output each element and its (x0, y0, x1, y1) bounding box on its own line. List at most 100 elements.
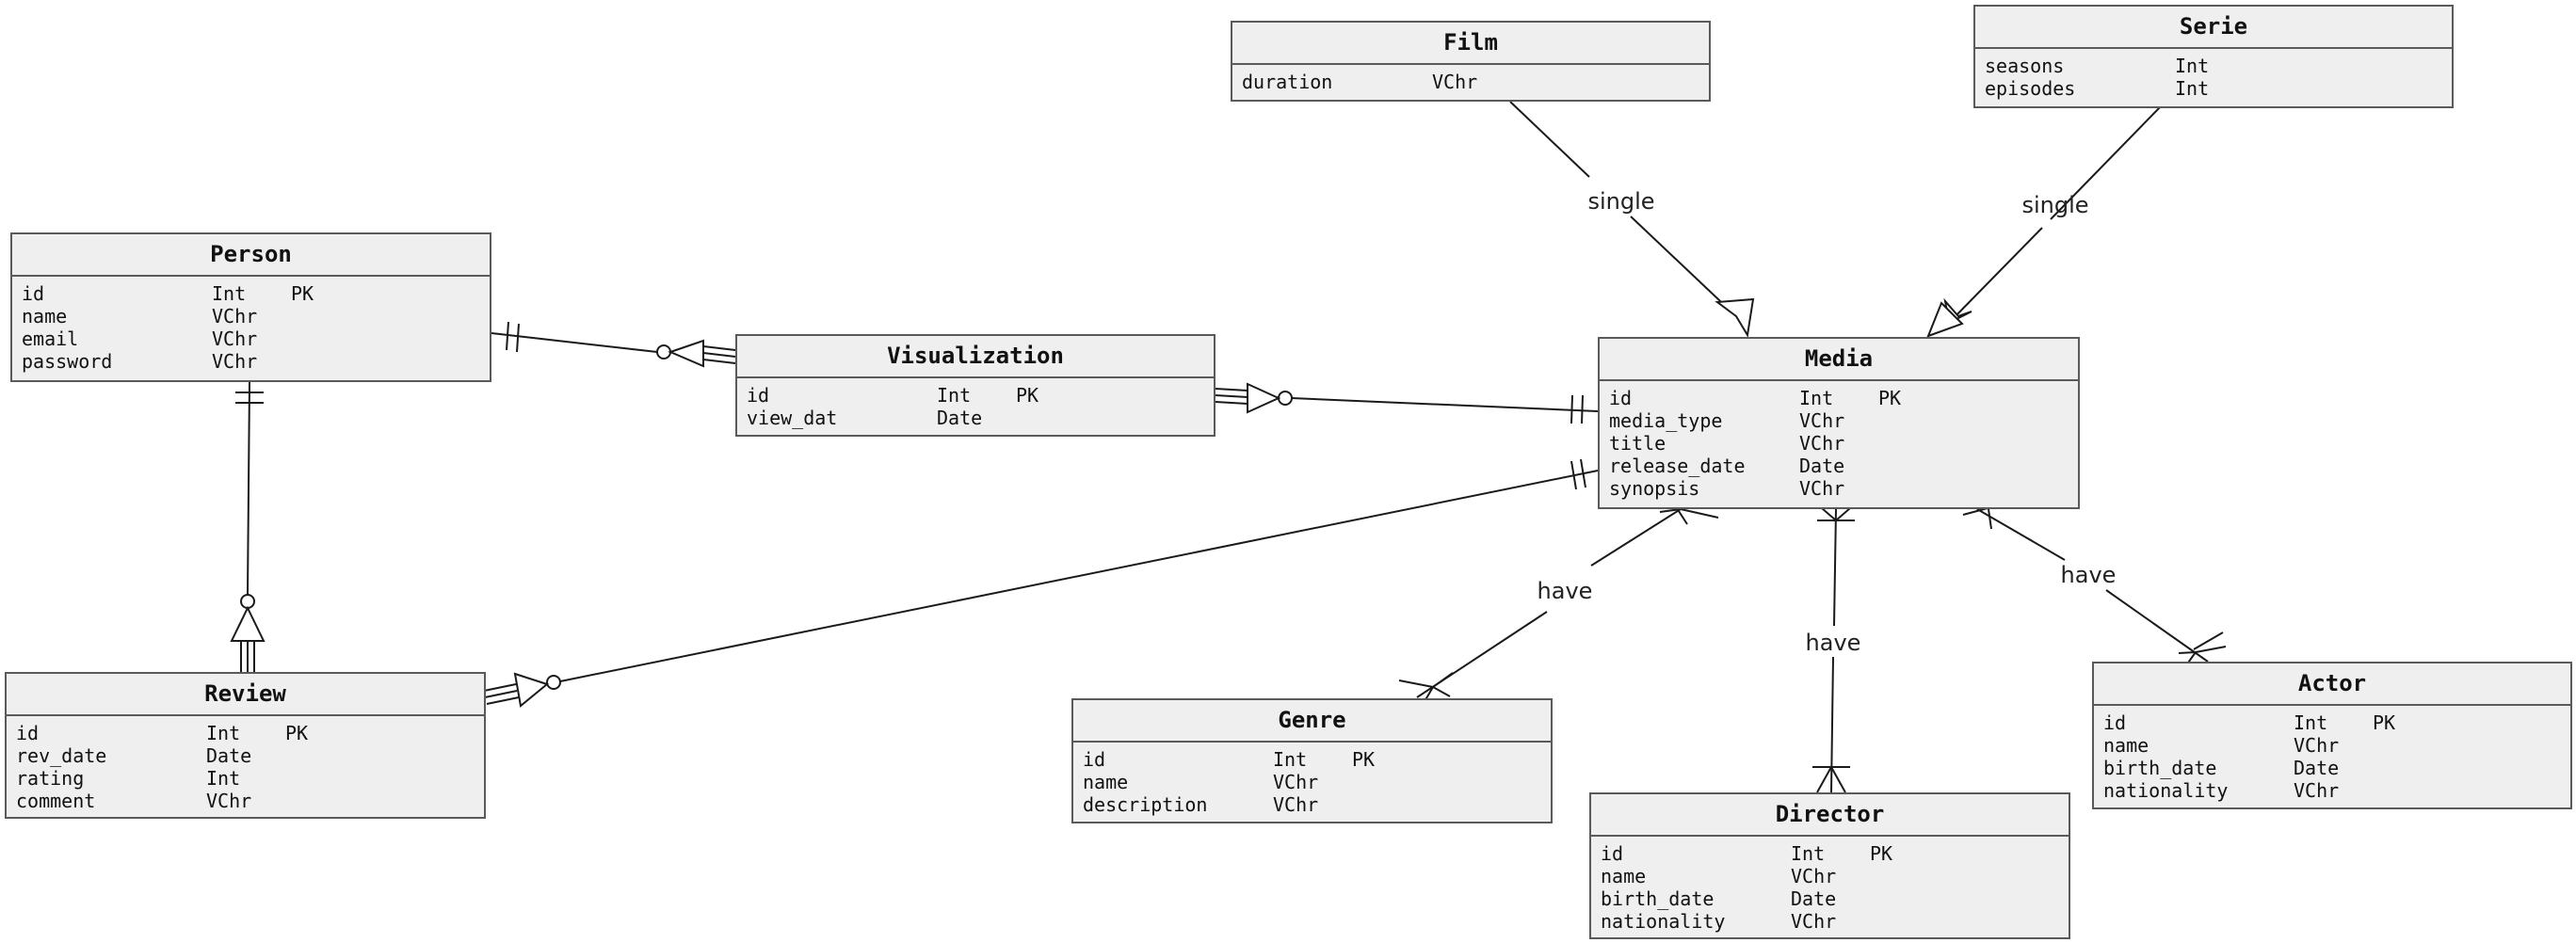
attribute-name: episodes (1985, 77, 2076, 100)
attribute-name: birth_date (1601, 887, 1715, 910)
attribute-key (285, 744, 342, 767)
attribute-type: Int (1273, 748, 1308, 771)
relationship-film-media (1509, 101, 1755, 338)
attribute-key (1878, 477, 1935, 500)
attribute-name: name (1083, 771, 1129, 793)
attribute-type: VChr (2294, 734, 2340, 757)
attribute-row: id Int PK (1609, 387, 2069, 409)
attribute-key (291, 328, 347, 350)
attribute-name: name (1601, 865, 1647, 887)
attribute-name: description (1083, 793, 1208, 816)
attribute-name: title (1609, 432, 1666, 455)
entity-title: Actor (2094, 663, 2570, 706)
attribute-type: VChr (1791, 910, 1837, 933)
attribute-row: name VChr (1083, 771, 1541, 793)
relationship-media-genre (1398, 491, 1719, 715)
attribute-name: nationality (1601, 910, 1726, 933)
attribute-type: Int (212, 282, 247, 305)
attribute-key (285, 790, 342, 812)
attribute-type: Date (2294, 757, 2340, 779)
attribute-type: VChr (1799, 409, 1845, 432)
attribute-key (1511, 71, 1568, 93)
attribute-type: Int (1799, 387, 1834, 409)
attribute-name: id (16, 722, 40, 744)
one-mandatory-mark (1570, 394, 1573, 424)
one-mandatory-mark (506, 321, 509, 351)
attribute-name: id (1601, 842, 1624, 865)
entity-title: Review (7, 674, 484, 716)
attribute-key (1878, 455, 1935, 477)
entity-title: Person (12, 234, 490, 277)
attribute-key: PK (1352, 748, 1376, 771)
attribute-type: Int (2175, 55, 2210, 77)
attribute-key (1870, 887, 1926, 910)
attribute-key: PK (2373, 711, 2396, 734)
attribute-type: VChr (1273, 793, 1319, 816)
entity-title: Serie (1975, 7, 2452, 49)
attribute-name: email (22, 328, 79, 350)
relationship-media-review (483, 458, 1599, 708)
entity-title: Genre (1073, 700, 1551, 743)
attribute-name: seasons (1985, 55, 2065, 77)
attribute-key: PK (1016, 384, 1039, 407)
attribute-type: VChr (1273, 771, 1319, 793)
relationship-media-visualization (1215, 382, 1599, 424)
attribute-key: PK (285, 722, 309, 744)
attribute-row: media_type VChr (1609, 409, 2069, 432)
attribute-name: rating (16, 767, 85, 790)
attribute-key (1878, 432, 1935, 455)
attribute-key (1352, 793, 1409, 816)
attribute-key (2254, 55, 2310, 77)
attribute-type: VChr (2294, 779, 2340, 802)
inheritance-arrow-icon (1715, 297, 1755, 338)
attribute-name: id (2103, 711, 2127, 734)
attribute-name: id (1609, 387, 1633, 409)
optional-circle-icon (546, 675, 561, 690)
relationship-label-serie-media: single (2021, 192, 2088, 218)
attribute-name: synopsis (1609, 477, 1700, 500)
attribute-type: VChr (1799, 477, 1845, 500)
attribute-type: Date (1799, 455, 1845, 477)
attribute-type: VChr (212, 305, 258, 328)
crow-foot-icon (1398, 679, 1434, 688)
attribute-key (291, 350, 347, 373)
attribute-type: VChr (206, 790, 252, 812)
attribute-name: id (22, 282, 45, 305)
entity-title: Director (1591, 794, 2069, 837)
attribute-name: password (22, 350, 113, 373)
one-mandatory-mark (1570, 460, 1577, 490)
attribute-key: PK (1878, 387, 1902, 409)
relationship-label-film-media: single (1587, 188, 1654, 215)
attribute-name: comment (16, 790, 96, 812)
attribute-type: Int (1791, 842, 1826, 865)
attribute-key (1352, 771, 1409, 793)
attribute-name: media_type (1609, 409, 1723, 432)
entity-title: Media (1600, 339, 2078, 381)
relationship-media-director (1812, 507, 1855, 793)
attribute-type: Date (206, 744, 252, 767)
